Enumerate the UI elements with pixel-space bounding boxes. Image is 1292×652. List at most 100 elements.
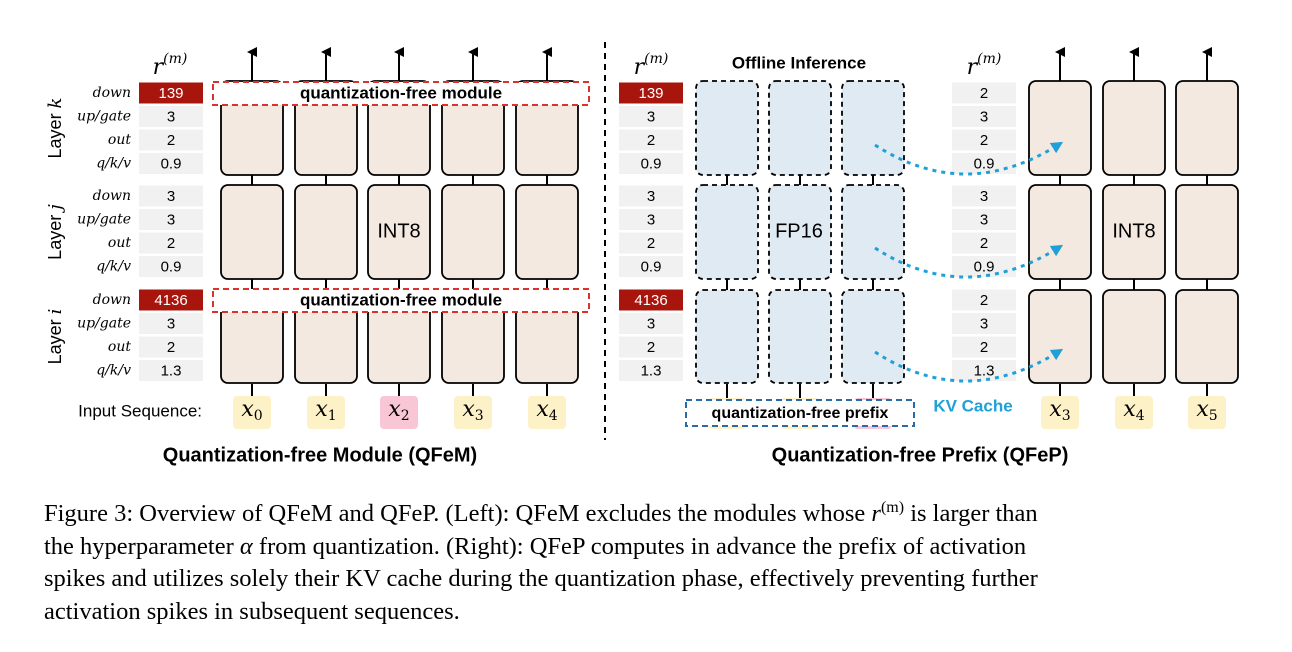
r-value: 3	[167, 211, 175, 228]
quantization-free-module-label: quantization-free module	[300, 83, 502, 102]
int8-label: INT8	[377, 220, 420, 242]
value-cell	[619, 232, 683, 254]
r-header-right: r(m)	[967, 51, 1002, 80]
prefix-block	[841, 289, 905, 384]
prefix-r-value: 139	[638, 85, 663, 102]
value-cell	[139, 209, 203, 230]
value-cell	[952, 360, 1016, 381]
module-label-qkv: q/k/v	[96, 363, 131, 379]
input-token-box	[1115, 396, 1153, 429]
fp16-label: FP16	[775, 220, 823, 242]
r-value: 2	[167, 132, 175, 149]
r-value: 4136	[154, 292, 187, 309]
value-cell	[619, 129, 683, 151]
r-value: 0.9	[161, 155, 182, 172]
input-token: x4	[536, 397, 557, 424]
prefix-r-value: 0.9	[641, 258, 662, 275]
r-value: 3	[167, 315, 175, 332]
caption-text: the hyperparameter	[44, 532, 240, 560]
value-cell	[952, 336, 1016, 358]
caption-r-superscript: (m)	[880, 499, 905, 516]
caption-line-4: activation spikes in subsequent sequence…	[44, 597, 460, 625]
after-r-value: 2	[980, 85, 988, 102]
prefix-r-value: 2	[647, 339, 655, 356]
input-token: x0	[241, 397, 262, 424]
value-cell	[139, 185, 203, 207]
prefix-block	[841, 184, 905, 280]
r-value: 2	[167, 235, 175, 252]
after-r-value: 0.9	[974, 258, 995, 275]
transformer-block	[1028, 289, 1092, 384]
prefix-r-value: 3	[647, 211, 655, 228]
quantization-free-module-box	[212, 81, 590, 106]
prefix-r-value: 0.9	[641, 155, 662, 172]
caption-alpha-symbol: α	[239, 532, 253, 560]
input-token: x1	[315, 397, 336, 424]
after-r-value: 3	[980, 315, 988, 332]
after-r-value: 2	[980, 339, 988, 356]
transformer-block	[1175, 80, 1239, 176]
value-cell	[952, 129, 1016, 151]
caption-line-3: spikes and utilizes solely their KV cach…	[44, 565, 1038, 593]
r-value: 3	[167, 108, 175, 125]
transformer-block	[515, 184, 579, 280]
transformer-block	[1028, 184, 1092, 280]
figure-caption: Figure 3: Overview of QFeM and QFeP. (Le…	[44, 492, 1254, 628]
value-cell	[139, 153, 203, 174]
transformer-block	[220, 184, 284, 280]
input-token-box	[380, 396, 418, 429]
quantization-free-prefix-label: quantization-free prefix	[712, 405, 889, 422]
value-cell	[619, 209, 683, 230]
caption-r-symbol: r	[871, 500, 881, 528]
caption-text: Figure 3: Overview of QFeM and QFeP. (Le…	[44, 500, 872, 528]
layer-label-k: Layer k	[45, 98, 66, 159]
module-label-out: out	[108, 132, 131, 148]
qfep-title: Quantization-free Prefix (QFeP)	[772, 444, 1069, 466]
r-value: 0.9	[161, 258, 182, 275]
value-cell	[619, 360, 683, 381]
module-label-out: out	[108, 339, 131, 355]
caption-text: from quantization. (Right): QFeP compute…	[252, 532, 1027, 560]
transformer-block	[1102, 184, 1166, 280]
input-token: x5	[1196, 397, 1217, 424]
value-cell	[952, 313, 1016, 334]
after-r-value: 2	[980, 235, 988, 252]
input-token-box	[233, 396, 271, 429]
value-cell	[619, 153, 683, 174]
module-label-qkv: q/k/v	[96, 156, 131, 172]
layer-label-i: Layer i	[45, 309, 66, 365]
module-label-upgate: up/gate	[77, 109, 131, 125]
input-token: x3	[1049, 397, 1070, 424]
after-r-value: 3	[980, 211, 988, 228]
offline-inference-label: Offline Inference	[732, 53, 866, 72]
prefix-r-value: 4136	[634, 292, 667, 309]
layer-label-j: Layer j	[45, 204, 66, 260]
spike-badge	[619, 82, 683, 104]
value-cell	[619, 336, 683, 358]
transformer-block	[367, 184, 431, 280]
r-value: 3	[167, 188, 175, 205]
module-label-down: down	[93, 188, 131, 204]
transformer-block	[294, 184, 358, 280]
value-cell	[619, 256, 683, 277]
module-label-down: down	[93, 292, 131, 308]
value-cell	[619, 185, 683, 207]
value-cell	[619, 313, 683, 334]
transformer-block	[1102, 289, 1166, 384]
value-cell	[139, 256, 203, 277]
module-label-upgate: up/gate	[77, 212, 131, 228]
prefix-r-value: 2	[647, 132, 655, 149]
value-cell	[952, 256, 1016, 277]
input-sequence-label: Input Sequence:	[78, 401, 202, 420]
after-r-value: 3	[980, 108, 988, 125]
prefix-block	[768, 80, 832, 176]
r-header-prefix: r(m)	[634, 51, 669, 80]
prefix-r-value: 3	[647, 188, 655, 205]
prefix-r-value: 3	[647, 315, 655, 332]
transformer-block	[441, 184, 505, 280]
caption-line-2: the hyperparameter α from quantization. …	[44, 531, 1254, 564]
r-value: 1.3	[161, 362, 182, 379]
after-r-value: 0.9	[974, 155, 995, 172]
prefix-block	[768, 184, 832, 280]
input-token-box	[454, 396, 492, 429]
